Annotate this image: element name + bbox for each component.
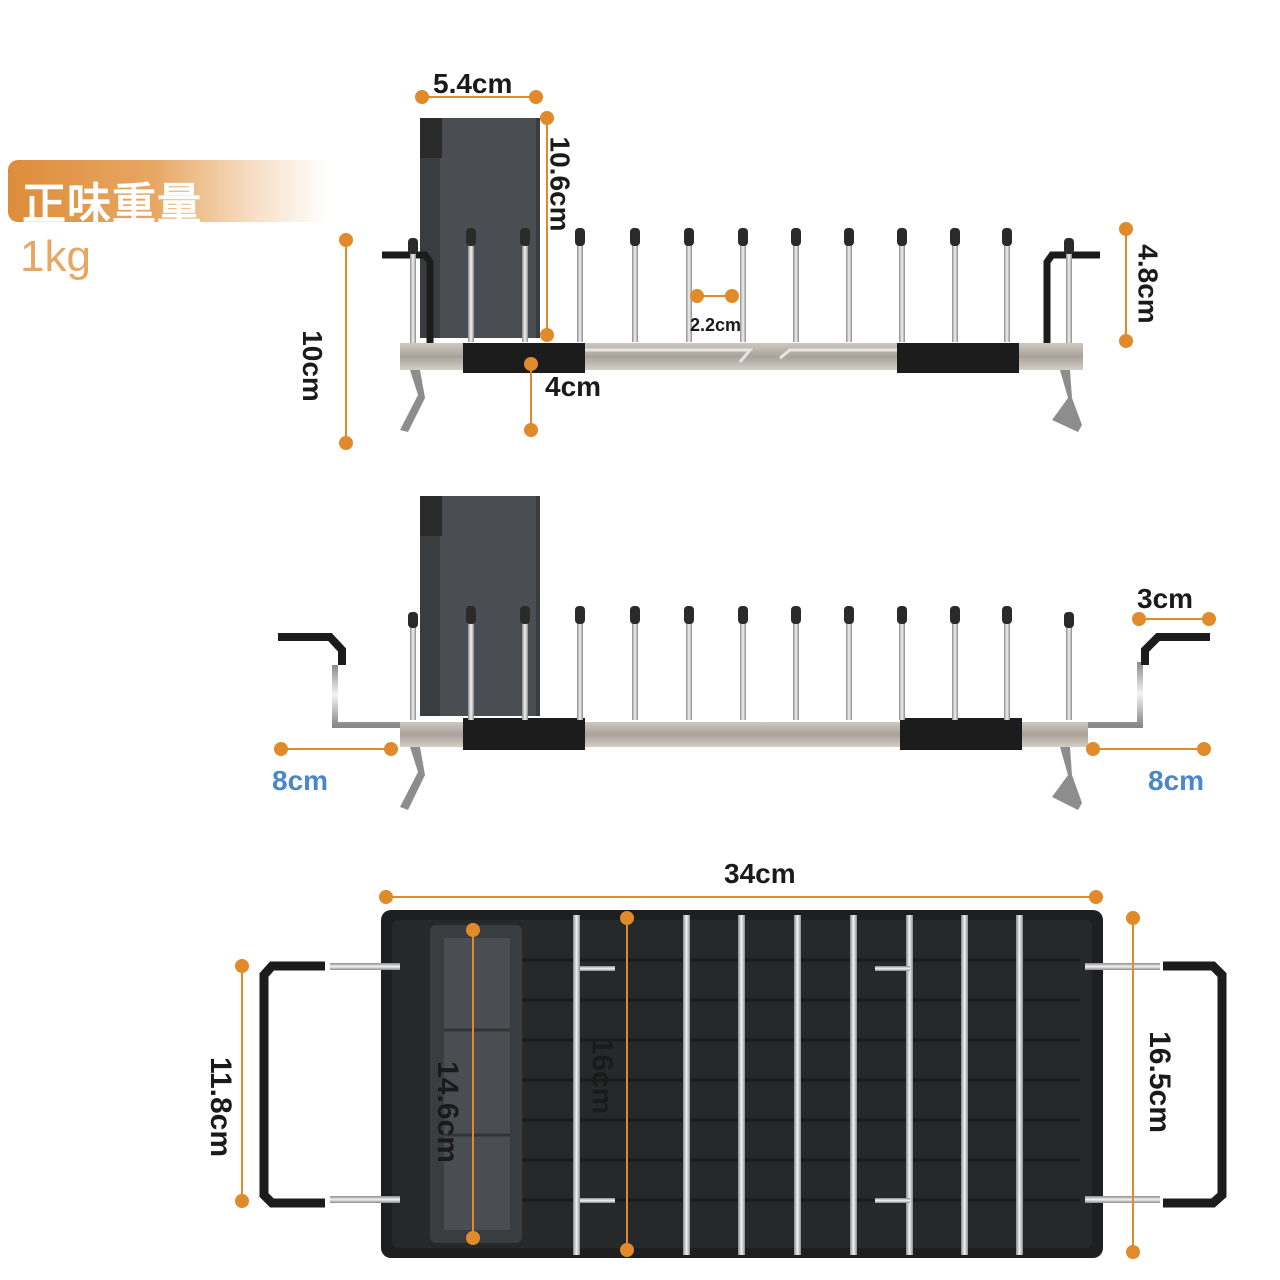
dim-handle: 3cm (1137, 583, 1194, 614)
dim-right-height: 4.8cm (1132, 244, 1164, 324)
dim-outer-depth: 16.5cm (1142, 1031, 1176, 1133)
dim-length: 34cm (724, 858, 796, 889)
dim-rod-gap: 2.2cm (690, 315, 742, 335)
clip-right (897, 343, 1019, 373)
dimension-lines-2 (274, 612, 1216, 756)
weight-badge: 正味重量 (8, 160, 328, 230)
plate-rods-top (573, 915, 1023, 1255)
clip-left (463, 343, 585, 373)
top-view (235, 890, 1227, 1259)
weight-value: 1kg (20, 232, 91, 281)
side-view-2 (274, 496, 1216, 810)
dim-holder-height: 10.6cm (544, 136, 576, 232)
dim-base-height: 4cm (545, 371, 602, 402)
dim-ext-right: 8cm (1148, 765, 1205, 796)
dim-total-height: 10cm (296, 330, 328, 402)
dim-holder-depth: 14.6cm (430, 1061, 464, 1163)
dim-ext-left: 8cm (272, 765, 329, 796)
foot-right (1052, 370, 1082, 432)
foot-left (400, 370, 425, 432)
dim-inner-depth: 16cm (585, 1037, 619, 1115)
weight-title: 正味重量 (22, 179, 202, 230)
dimension-lines-3 (235, 890, 1140, 1259)
plate-rods-1 (408, 228, 1074, 343)
plate-rods-2 (408, 606, 1074, 720)
dim-holder-width: 5.4cm (433, 68, 513, 99)
side-view-1 (339, 90, 1133, 450)
dim-handle-depth: 11.8cm (204, 1056, 238, 1158)
dimension-lines-1 (339, 90, 1133, 450)
handle-right (1163, 961, 1227, 1208)
handle-left (259, 961, 325, 1208)
